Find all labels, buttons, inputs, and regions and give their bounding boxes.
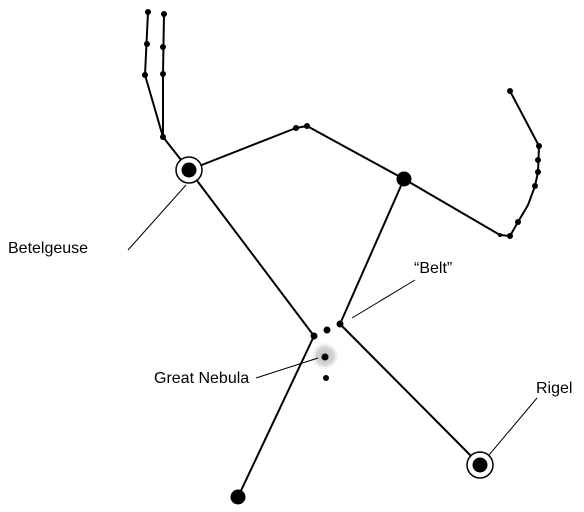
star <box>144 41 150 47</box>
star <box>160 71 166 77</box>
belt-to-saiph-line <box>237 335 315 498</box>
star <box>323 375 329 381</box>
star <box>532 183 538 189</box>
label-pointer-lines <box>127 184 538 456</box>
star <box>515 219 521 225</box>
nebula-pointer-line <box>255 357 319 379</box>
bellatrix-star <box>396 171 412 187</box>
star <box>145 9 151 15</box>
belt-star <box>336 320 344 328</box>
great-nebula-label: Great Nebula <box>154 370 250 387</box>
star <box>498 233 502 237</box>
betelgeuse-pointer-line <box>127 184 187 251</box>
betelgeuse-label: Betelgeuse <box>8 240 89 257</box>
belt-to-rigel-line <box>339 323 481 466</box>
star <box>304 123 310 129</box>
rigel-pointer-line <box>488 397 538 456</box>
bellatrix-to-belt-line <box>339 178 405 325</box>
rigel-star <box>466 451 494 479</box>
star <box>293 125 299 131</box>
belt-star <box>323 326 331 334</box>
stars <box>142 9 542 505</box>
star <box>160 134 166 140</box>
star <box>142 72 148 78</box>
belt-star <box>310 332 318 340</box>
great-nebula-star <box>321 353 329 361</box>
rigel-label: Rigel <box>536 380 573 397</box>
star <box>535 169 541 175</box>
belt-pointer-line <box>351 279 416 319</box>
belt-label: “Belt” <box>414 260 453 277</box>
saiph-star <box>230 489 246 505</box>
betelgeuse-star <box>175 156 203 184</box>
star <box>536 143 542 149</box>
star <box>160 44 166 50</box>
constellation-lines <box>144 11 540 498</box>
star <box>161 11 167 17</box>
star <box>535 157 541 163</box>
shield-line <box>403 90 540 237</box>
star <box>507 233 513 239</box>
betelgeuse-to-belt-line <box>188 169 315 337</box>
shoulder-line <box>188 125 405 180</box>
star <box>507 88 513 94</box>
